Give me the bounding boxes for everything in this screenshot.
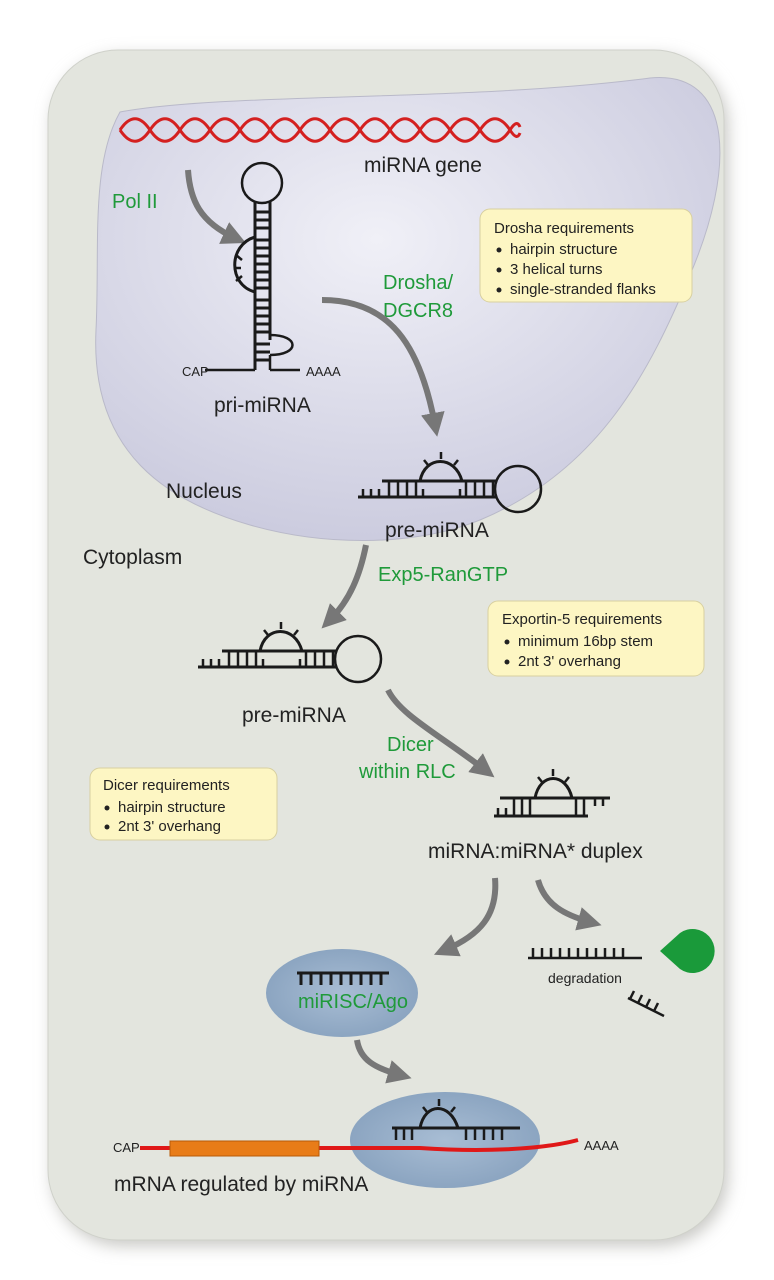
exportin-box-item-2: 2nt 3' overhang (518, 653, 621, 670)
mirisc-guide-strand (297, 971, 389, 985)
pol2-label: Pol II (112, 191, 158, 213)
degraded-fragment (627, 990, 665, 1018)
exportin-box-title: Exportin-5 requirements (502, 611, 662, 628)
pre-mirna-hairpin-1 (358, 452, 543, 514)
bound-mirna (392, 1099, 520, 1140)
cytoplasm-label: Cytoplasm (83, 546, 182, 569)
pre-mirna-label-2: pre-miRNA (242, 704, 346, 727)
nucleus-shape (95, 77, 721, 541)
bound-mirisc (350, 1092, 540, 1188)
mirna-gene-label: miRNA gene (364, 154, 482, 177)
cap-label-mrna: CAP (113, 1140, 140, 1155)
pri-mirna-basepairs (234, 210, 270, 362)
aaaa-label-pri: AAAA (306, 364, 341, 379)
pacman-nuclease-icon (660, 928, 715, 974)
drosha-box-title: Drosha requirements (494, 220, 634, 237)
pol2-arrow (185, 169, 246, 244)
dicer-label-2: within RLC (358, 761, 456, 783)
pri-mirna-label: pri-miRNA (214, 394, 311, 417)
to-risc-arrow (433, 877, 499, 957)
mrna-label: mRNA regulated by miRNA (114, 1173, 368, 1196)
mirna-gene-helix (118, 117, 522, 143)
orf-coding-region (169, 1140, 320, 1157)
degraded-strand (528, 948, 642, 960)
nucleus-label: Nucleus (166, 480, 242, 503)
dicer-box-item-2: 2nt 3' overhang (118, 818, 221, 835)
drosha-label-2: DGCR8 (383, 300, 453, 322)
exp5-label: Exp5-RanGTP (378, 564, 508, 586)
dicer-label-1: Dicer (387, 734, 434, 756)
drosha-arrow (321, 297, 445, 437)
pre-mirna-label-1: pre-miRNA (385, 519, 489, 542)
dicer-box-item-1: hairpin structure (118, 799, 226, 816)
drosha-box-item-3: single-stranded flanks (510, 281, 656, 298)
mirisc-complex (266, 949, 418, 1037)
drosha-label-1: Drosha/ (383, 272, 453, 294)
dicer-box-title: Dicer requirements (103, 777, 230, 794)
aaaa-label-mrna: AAAA (584, 1138, 619, 1153)
exp5-arrow (321, 544, 369, 629)
dicer-requirements-box: Dicer requirements hairpin structure 2nt… (89, 767, 278, 841)
exportin-box-item-1: minimum 16bp stem (518, 633, 653, 650)
dicer-arrow (385, 688, 495, 778)
to-degradation-arrow (535, 879, 602, 931)
drosha-box-item-2: 3 helical turns (510, 261, 603, 278)
drosha-requirements-box: Drosha requirements hairpin structure 3 … (479, 208, 693, 303)
drosha-box-item-1: hairpin structure (510, 241, 618, 258)
pre-mirna-hairpin-2 (198, 622, 383, 684)
mirisc-label: miRISC/Ago (298, 991, 408, 1013)
degradation-label: degradation (548, 970, 622, 986)
exportin-requirements-box: Exportin-5 requirements minimum 16bp ste… (487, 600, 705, 677)
duplex-label: miRNA:miRNA* duplex (428, 840, 643, 863)
mirna-duplex (494, 769, 610, 818)
risc-to-mrna-arrow (354, 1039, 412, 1084)
mrna-strand (140, 1138, 579, 1152)
cap-label-pri: CAP (182, 364, 209, 379)
